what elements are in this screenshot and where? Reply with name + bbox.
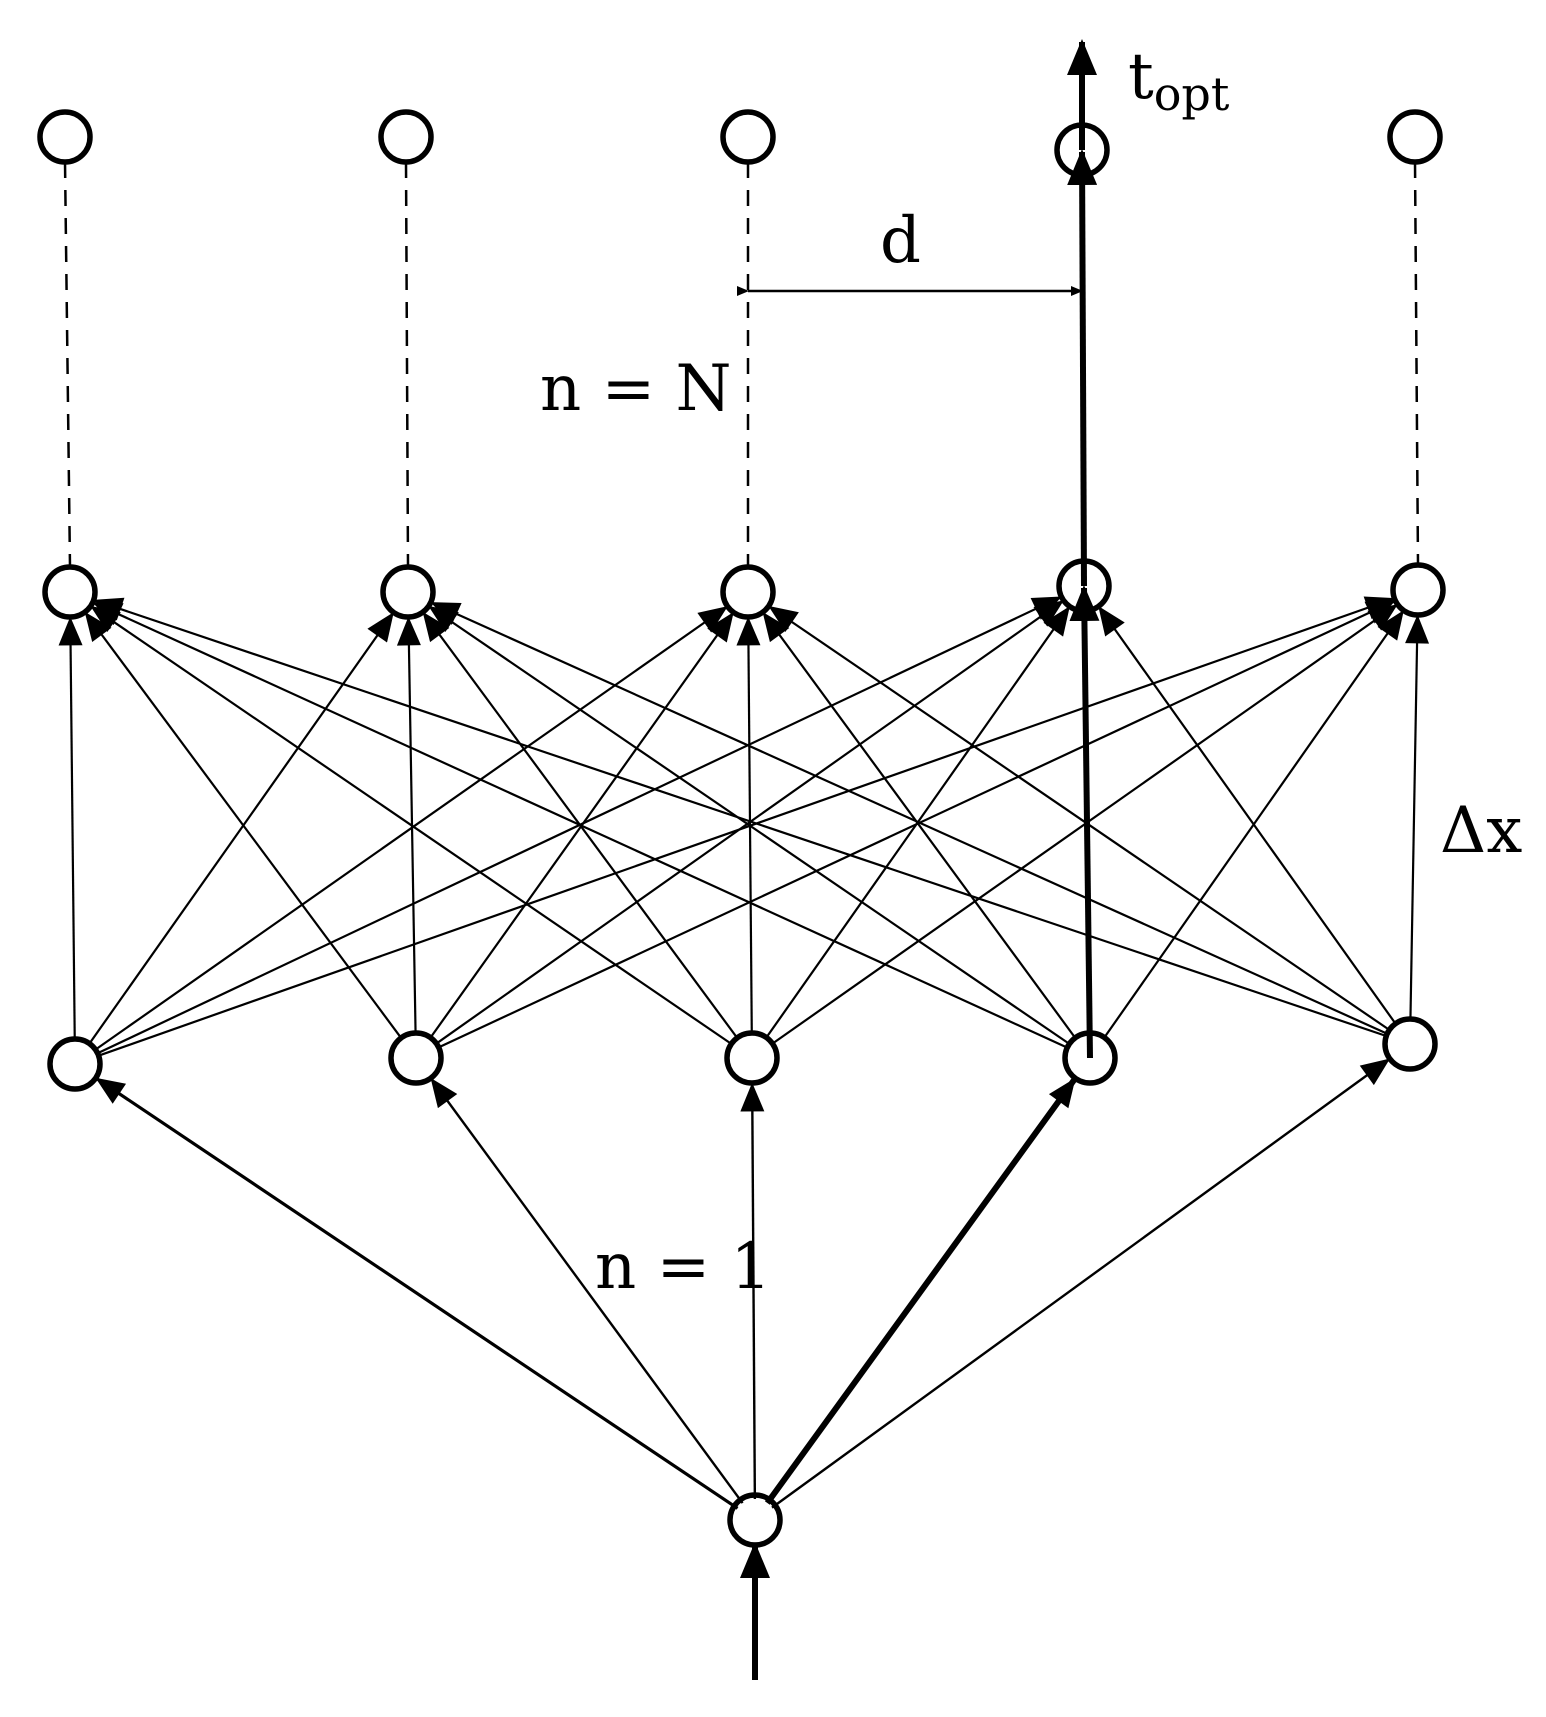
stage-1-node [47, 1036, 103, 1092]
source-edge [430, 1077, 744, 1504]
dashed-line [63, 161, 72, 568]
stage-n-node [1054, 122, 1110, 178]
t-opt-subscript: opt [1154, 67, 1230, 121]
optimal-edge [1067, 149, 1098, 587]
transition-edge [768, 605, 1390, 1031]
transition-edge [93, 597, 1387, 1038]
source-edge [771, 1058, 1391, 1509]
transition-edge [98, 596, 1395, 1057]
transition-edge [430, 602, 1388, 1035]
stage-n-label: n = N [540, 352, 732, 426]
stage-1-node [1382, 1016, 1438, 1072]
optimal-path [740, 39, 1100, 1680]
stage-n-node [378, 109, 434, 165]
dashed-line [404, 161, 410, 568]
stage-n-node [37, 109, 93, 165]
delta-x-label: Δx [1440, 794, 1522, 868]
dashed-line [1413, 161, 1420, 566]
transition-edge [428, 605, 1070, 1045]
optimal-source-edge [764, 1077, 1077, 1505]
transition-edge [90, 605, 732, 1045]
distance-label: d [880, 204, 921, 278]
source-edge [740, 1082, 765, 1500]
transition-edge [84, 611, 402, 1039]
stage-2-node [42, 564, 98, 620]
dashed-continuation-lines [63, 161, 1420, 568]
stage-2-node [1056, 558, 1112, 614]
transition-edges [58, 596, 1430, 1510]
stage-1-label: n = 1 [595, 1230, 771, 1304]
transition-edge [762, 611, 1077, 1039]
transition-edge [92, 602, 1068, 1049]
stage-n-node [1387, 109, 1443, 165]
transition-edge [1405, 614, 1430, 1020]
source-edge [95, 1077, 739, 1510]
transition-edge [94, 606, 728, 1051]
transition-edge [88, 612, 394, 1045]
stage-2-node [720, 564, 776, 620]
transition-edge [1098, 606, 1397, 1025]
source-node [727, 1492, 783, 1548]
t-opt-label: topt [1128, 40, 1230, 121]
stage-1-node [724, 1030, 780, 1086]
stage-1-node [388, 1030, 444, 1086]
stage-2-node [380, 564, 436, 620]
t-opt-main: t [1128, 40, 1154, 114]
state-nodes [37, 109, 1446, 1548]
optimal-edge [1069, 585, 1100, 1059]
stage-2-node [1390, 562, 1446, 618]
transition-edge [58, 616, 83, 1040]
stage-1-node [1062, 1030, 1118, 1086]
stage-n-node [720, 109, 776, 165]
